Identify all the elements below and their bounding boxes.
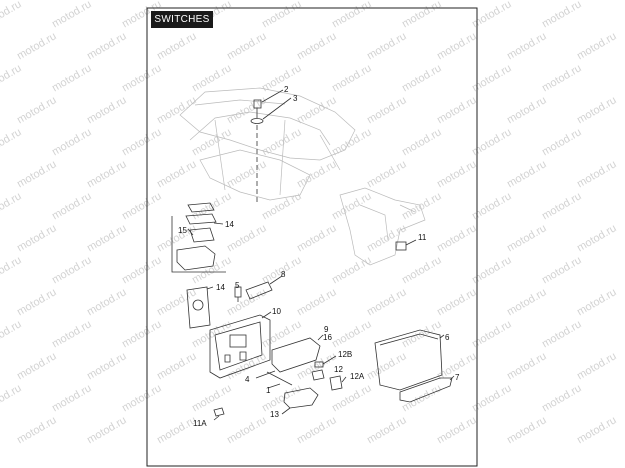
page-border <box>146 7 478 467</box>
callout-11: 11 <box>418 233 427 242</box>
parts-5-8 <box>234 275 283 302</box>
part-11 <box>395 239 417 251</box>
callout-3: 3 <box>293 94 298 103</box>
callout-12b: 12B <box>338 350 353 359</box>
callout-6: 6 <box>445 333 450 342</box>
trim-7 <box>399 375 455 403</box>
part-13 <box>281 387 319 415</box>
inset-box <box>171 202 226 273</box>
part-14-bracket <box>186 286 214 329</box>
callout-1: 1 <box>266 386 271 395</box>
callout-7: 7 <box>455 373 460 382</box>
callout-14-mid: 14 <box>216 283 225 292</box>
part-11a <box>213 407 225 421</box>
bolt-washer <box>250 89 292 205</box>
callout-13: 13 <box>270 410 279 419</box>
callout-9: 9 <box>324 325 329 334</box>
callout-14-top: 14 <box>225 220 234 229</box>
cover-6 <box>374 329 445 391</box>
callout-16: 16 <box>323 333 332 342</box>
fuse-parts <box>311 355 347 391</box>
side-sketch <box>339 187 426 266</box>
callout-10: 10 <box>272 307 281 316</box>
callout-15: 15 <box>178 226 187 235</box>
callout-5: 5 <box>235 281 240 290</box>
callout-2: 2 <box>284 85 289 94</box>
board-9-16 <box>271 334 324 373</box>
callout-4: 4 <box>245 375 250 384</box>
callout-12: 12 <box>334 365 343 374</box>
callout-12a: 12A <box>350 372 365 381</box>
parts-1-4 <box>255 370 293 389</box>
callout-8: 8 <box>281 270 286 279</box>
module-10 <box>209 311 272 379</box>
page-title: SWITCHES <box>151 11 213 28</box>
frame-sketch <box>179 87 356 201</box>
callout-11a: 11A <box>193 419 207 428</box>
